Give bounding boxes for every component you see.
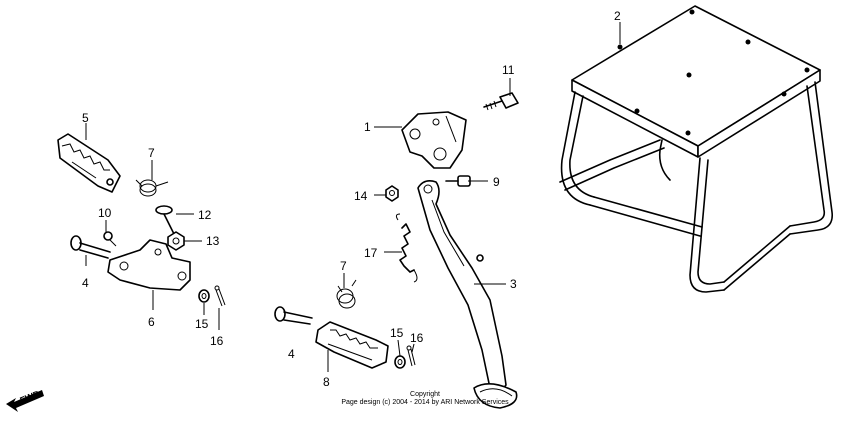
callout-6: 6 — [148, 315, 155, 329]
callout-3: 3 — [510, 277, 517, 291]
callout-17: 17 — [364, 246, 378, 260]
callout-15-right: 15 — [390, 326, 404, 340]
washer-15-left — [198, 289, 210, 303]
callout-14: 14 — [354, 189, 368, 203]
callout-12: 12 — [198, 208, 212, 222]
copyright-line-1: Copyright — [410, 391, 440, 398]
work-stand — [559, 5, 834, 293]
spring-7-left — [135, 179, 169, 197]
callout-2: 2 — [614, 9, 621, 23]
spring-7-right — [336, 279, 357, 309]
callout-9: 9 — [493, 175, 500, 189]
pin-4-right — [274, 306, 313, 325]
nut-14 — [385, 185, 399, 202]
copyright-notice: Copyright Page design (c) 2004 - 2014 by… — [341, 391, 509, 406]
pin-4-left — [70, 235, 111, 259]
bolt-12 — [155, 205, 175, 235]
cotter-pin-16-left — [214, 285, 226, 307]
bolt-10 — [103, 231, 117, 247]
callout-10: 10 — [98, 206, 112, 220]
copyright-line-2: Page design (c) 2004 - 2014 by ARI Netwo… — [341, 399, 509, 406]
callout-lines — [85, 22, 621, 372]
side-stand — [417, 180, 518, 409]
callout-1: 1 — [364, 120, 371, 134]
stand-bracket — [401, 111, 467, 169]
footpeg-8 — [315, 321, 389, 369]
footpeg-5 — [57, 133, 121, 193]
bracket-6 — [107, 239, 191, 291]
callout-7-left: 7 — [148, 146, 155, 160]
spring-17 — [395, 213, 418, 283]
callout-8: 8 — [323, 375, 330, 389]
nut-13 — [167, 231, 185, 251]
cotter-pin-16-right — [406, 345, 416, 367]
fwd-arrow-icon: FWD — [6, 388, 44, 412]
fwd-label: FWD — [18, 388, 41, 405]
bolt-11 — [483, 92, 519, 111]
callout-11: 11 — [502, 63, 515, 77]
callout-7-right: 7 — [340, 259, 347, 273]
callout-numbers: 1 2 3 4 4 5 6 7 7 8 9 10 11 12 13 14 15 … — [82, 9, 621, 389]
callout-4-left: 4 — [82, 276, 89, 290]
callout-13: 13 — [206, 234, 220, 248]
callout-16-right: 16 — [410, 331, 424, 345]
bolt-9 — [445, 175, 471, 187]
callout-16-left: 16 — [210, 334, 224, 348]
callout-5: 5 — [82, 111, 89, 125]
callout-4-right: 4 — [288, 347, 295, 361]
callout-15-left: 15 — [195, 317, 209, 331]
washer-15-right — [394, 355, 406, 369]
